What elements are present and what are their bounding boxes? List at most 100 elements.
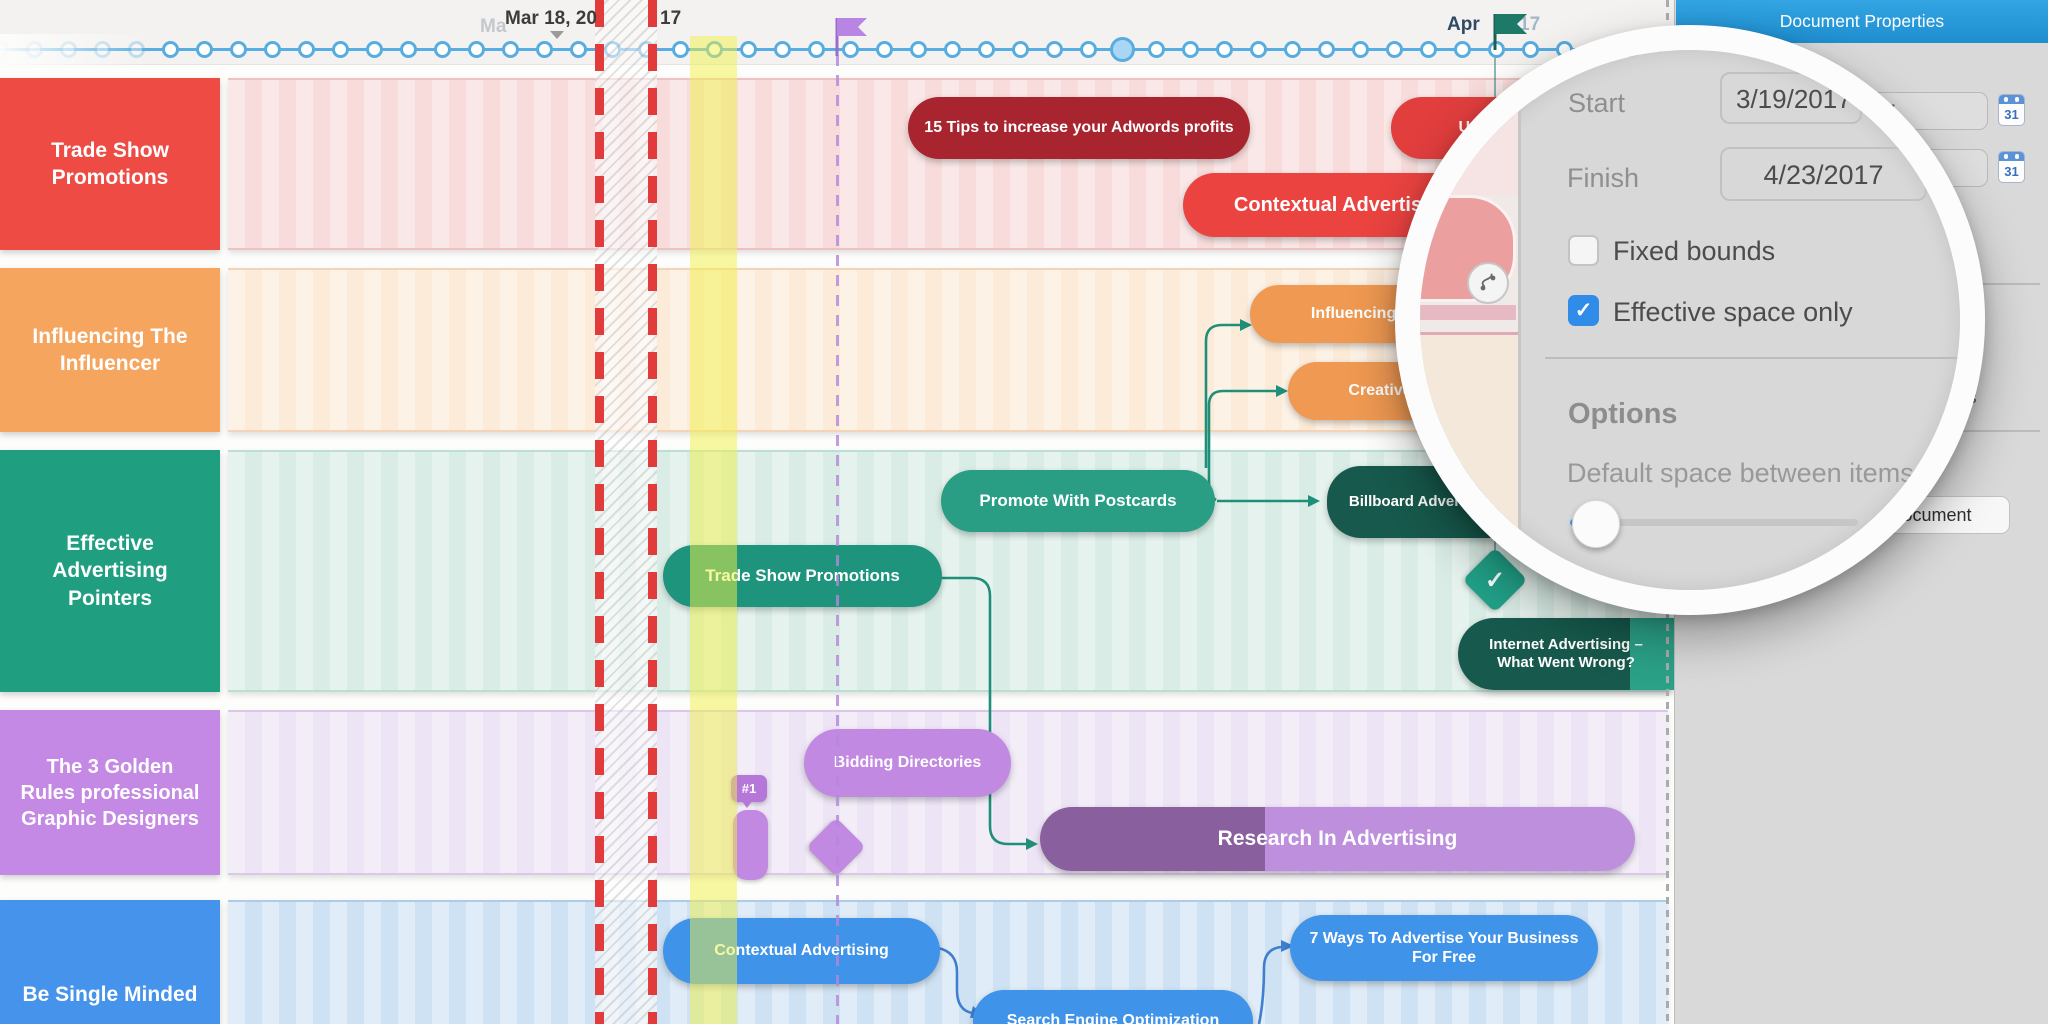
task-internet-advertising[interactable]: Internet Advertising – What Went Wrong?	[1458, 618, 1674, 690]
ghost-date-label: Ma	[480, 16, 507, 37]
fixed-bounds-label: Fixed bounds	[1613, 236, 1776, 266]
timeline-dot[interactable]	[230, 41, 247, 58]
link-connection-icon[interactable]	[1467, 262, 1509, 304]
non-working-time-hatch	[595, 0, 657, 1024]
default-space-label: Default space between items	[1567, 458, 1914, 488]
spacing-slider-thumb[interactable]	[1572, 500, 1620, 548]
purple-flag-icon[interactable]	[835, 14, 875, 58]
rank-badge[interactable]: #1	[731, 775, 767, 802]
timeline-dot[interactable]	[1148, 41, 1165, 58]
task-promote-postcards[interactable]: Promote With Postcards	[941, 470, 1215, 532]
timeline-dot[interactable]	[570, 41, 587, 58]
panel-divider	[1940, 283, 2040, 285]
effective-space-label: Effective space only	[1613, 297, 1853, 327]
timeline-dot[interactable]	[1284, 41, 1301, 58]
timeline-dot[interactable]	[1216, 41, 1233, 58]
panel-divider	[1545, 357, 1960, 359]
date-label-april-suffix: 17	[1519, 14, 1541, 35]
panel-divider	[1945, 430, 2040, 432]
finish-date-field-magnified[interactable]: 4/23/2017	[1720, 147, 1927, 201]
timeline-dot[interactable]	[434, 41, 451, 58]
task-research[interactable]: Research In Advertising	[1040, 807, 1635, 871]
sidebar-row-label: Influencing The Influencer	[32, 324, 188, 375]
green-flag-icon[interactable]	[1493, 8, 1535, 52]
timeline-dot[interactable]	[298, 41, 315, 58]
today-marker-line-right	[648, 0, 657, 1024]
timeline-dot[interactable]	[264, 41, 281, 58]
date-label-march[interactable]: Mar 18, 20	[505, 8, 597, 29]
small-task-bar[interactable]	[733, 810, 768, 880]
highlight-column	[690, 36, 737, 1024]
magnified-red-band	[1420, 90, 1520, 195]
task-tips-adwords[interactable]: 15 Tips to increase your Adwords profits	[908, 97, 1250, 159]
options-heading: Options	[1568, 398, 1678, 430]
timeline-dot[interactable]	[1386, 41, 1403, 58]
timeline-dot[interactable]	[1182, 41, 1199, 58]
sidebar-row-0[interactable]: Trade Show Promotions	[0, 78, 220, 250]
fixed-bounds-checkbox[interactable]	[1568, 235, 1599, 266]
timeline-dot[interactable]	[196, 41, 213, 58]
today-marker-line-left	[595, 0, 604, 1024]
calendar-icon[interactable]: 31	[1998, 151, 2025, 183]
timeline-fade	[0, 34, 150, 66]
timeline-dot[interactable]	[910, 41, 927, 58]
timeline-axis-line	[0, 48, 1666, 51]
magnified-band-edge	[1420, 305, 1516, 320]
calendar-icon[interactable]: 31	[1998, 94, 2025, 126]
date-label-march-suffix: 17	[660, 8, 682, 29]
timeline-dot[interactable]	[1012, 41, 1029, 58]
effective-space-checkbox[interactable]: ✓	[1568, 295, 1599, 326]
task-seven-ways[interactable]: 7 Ways To Advertise Your Business For Fr…	[1290, 915, 1598, 981]
timeline-dot[interactable]	[162, 41, 179, 58]
timeline-dot[interactable]	[808, 41, 825, 58]
task-label: Trade Show Promotions	[705, 565, 900, 585]
sidebar-row-3[interactable]: The 3 Golden Rules professional Graphic …	[0, 710, 220, 875]
spacing-slider-track[interactable]	[1570, 519, 1858, 526]
timeline-dot[interactable]	[978, 41, 995, 58]
finish-label: Finish	[1567, 163, 1640, 193]
timeline-dot[interactable]	[1250, 41, 1267, 58]
task-seo[interactable]: Search Engine Optimization	[973, 990, 1253, 1024]
timeline-dot[interactable]	[400, 41, 417, 58]
task-label: Promote With Postcards	[979, 490, 1177, 510]
task-label: 15 Tips to increase your Adwords profits	[924, 119, 1234, 137]
sidebar-row-2[interactable]: Effective Advertising Pointers	[0, 450, 220, 692]
sidebar-row-label: Effective Advertising Pointers	[52, 532, 168, 610]
timeline-dot[interactable]	[1046, 41, 1063, 58]
timeline-dot[interactable]	[536, 41, 553, 58]
rank-badge-tail	[741, 800, 753, 808]
magnified-view: Start 3/19/2017 Finish 4/23/2017 Fixed b…	[1420, 50, 1960, 590]
start-date-field-magnified[interactable]: 3/19/2017	[1720, 72, 1862, 124]
task-label: Search Engine Optimization	[1006, 1012, 1220, 1024]
timeline-dot[interactable]	[1080, 41, 1097, 58]
timeline-dot[interactable]	[332, 41, 349, 58]
magnified-panel-border	[1518, 60, 1521, 530]
timeline-dot[interactable]	[502, 41, 519, 58]
magnifier-loupe[interactable]: Start 3/19/2017 Finish 4/23/2017 Fixed b…	[1395, 25, 1985, 615]
timeline-dot[interactable]	[1352, 41, 1369, 58]
timeline-dot[interactable]	[842, 41, 859, 58]
task-label: Bidding Directories	[833, 754, 982, 772]
sidebar-row-1[interactable]: Influencing The Influencer	[0, 268, 220, 432]
timeline-dot[interactable]	[774, 41, 791, 58]
flag-marker-line	[836, 55, 839, 1024]
sidebar-row-label: Be Single Minded	[22, 983, 198, 1007]
task-label: Contextual Advertising	[714, 942, 889, 960]
timeline-dot[interactable]	[944, 41, 961, 58]
timeline-dot[interactable]	[1522, 41, 1539, 58]
timeline-dot[interactable]	[740, 41, 757, 58]
date-label-april[interactable]: Apr	[1447, 14, 1480, 35]
sidebar-row-4[interactable]: Be Single Minded	[0, 900, 220, 1024]
task-label: Internet Advertising – What Went Wrong?	[1489, 636, 1643, 671]
sidebar-row-label: Trade Show Promotions	[51, 138, 169, 189]
timeline-dot[interactable]	[672, 41, 689, 58]
task-label: Contextual Advertis	[1233, 194, 1423, 216]
timeline-dot[interactable]	[366, 41, 383, 58]
timeline-dot[interactable]	[1318, 41, 1335, 58]
timeline-dot[interactable]	[468, 41, 485, 58]
timeline-dot-selected[interactable]	[1110, 37, 1135, 62]
chevron-down-icon[interactable]	[550, 31, 564, 39]
timeline-dot[interactable]	[876, 41, 893, 58]
